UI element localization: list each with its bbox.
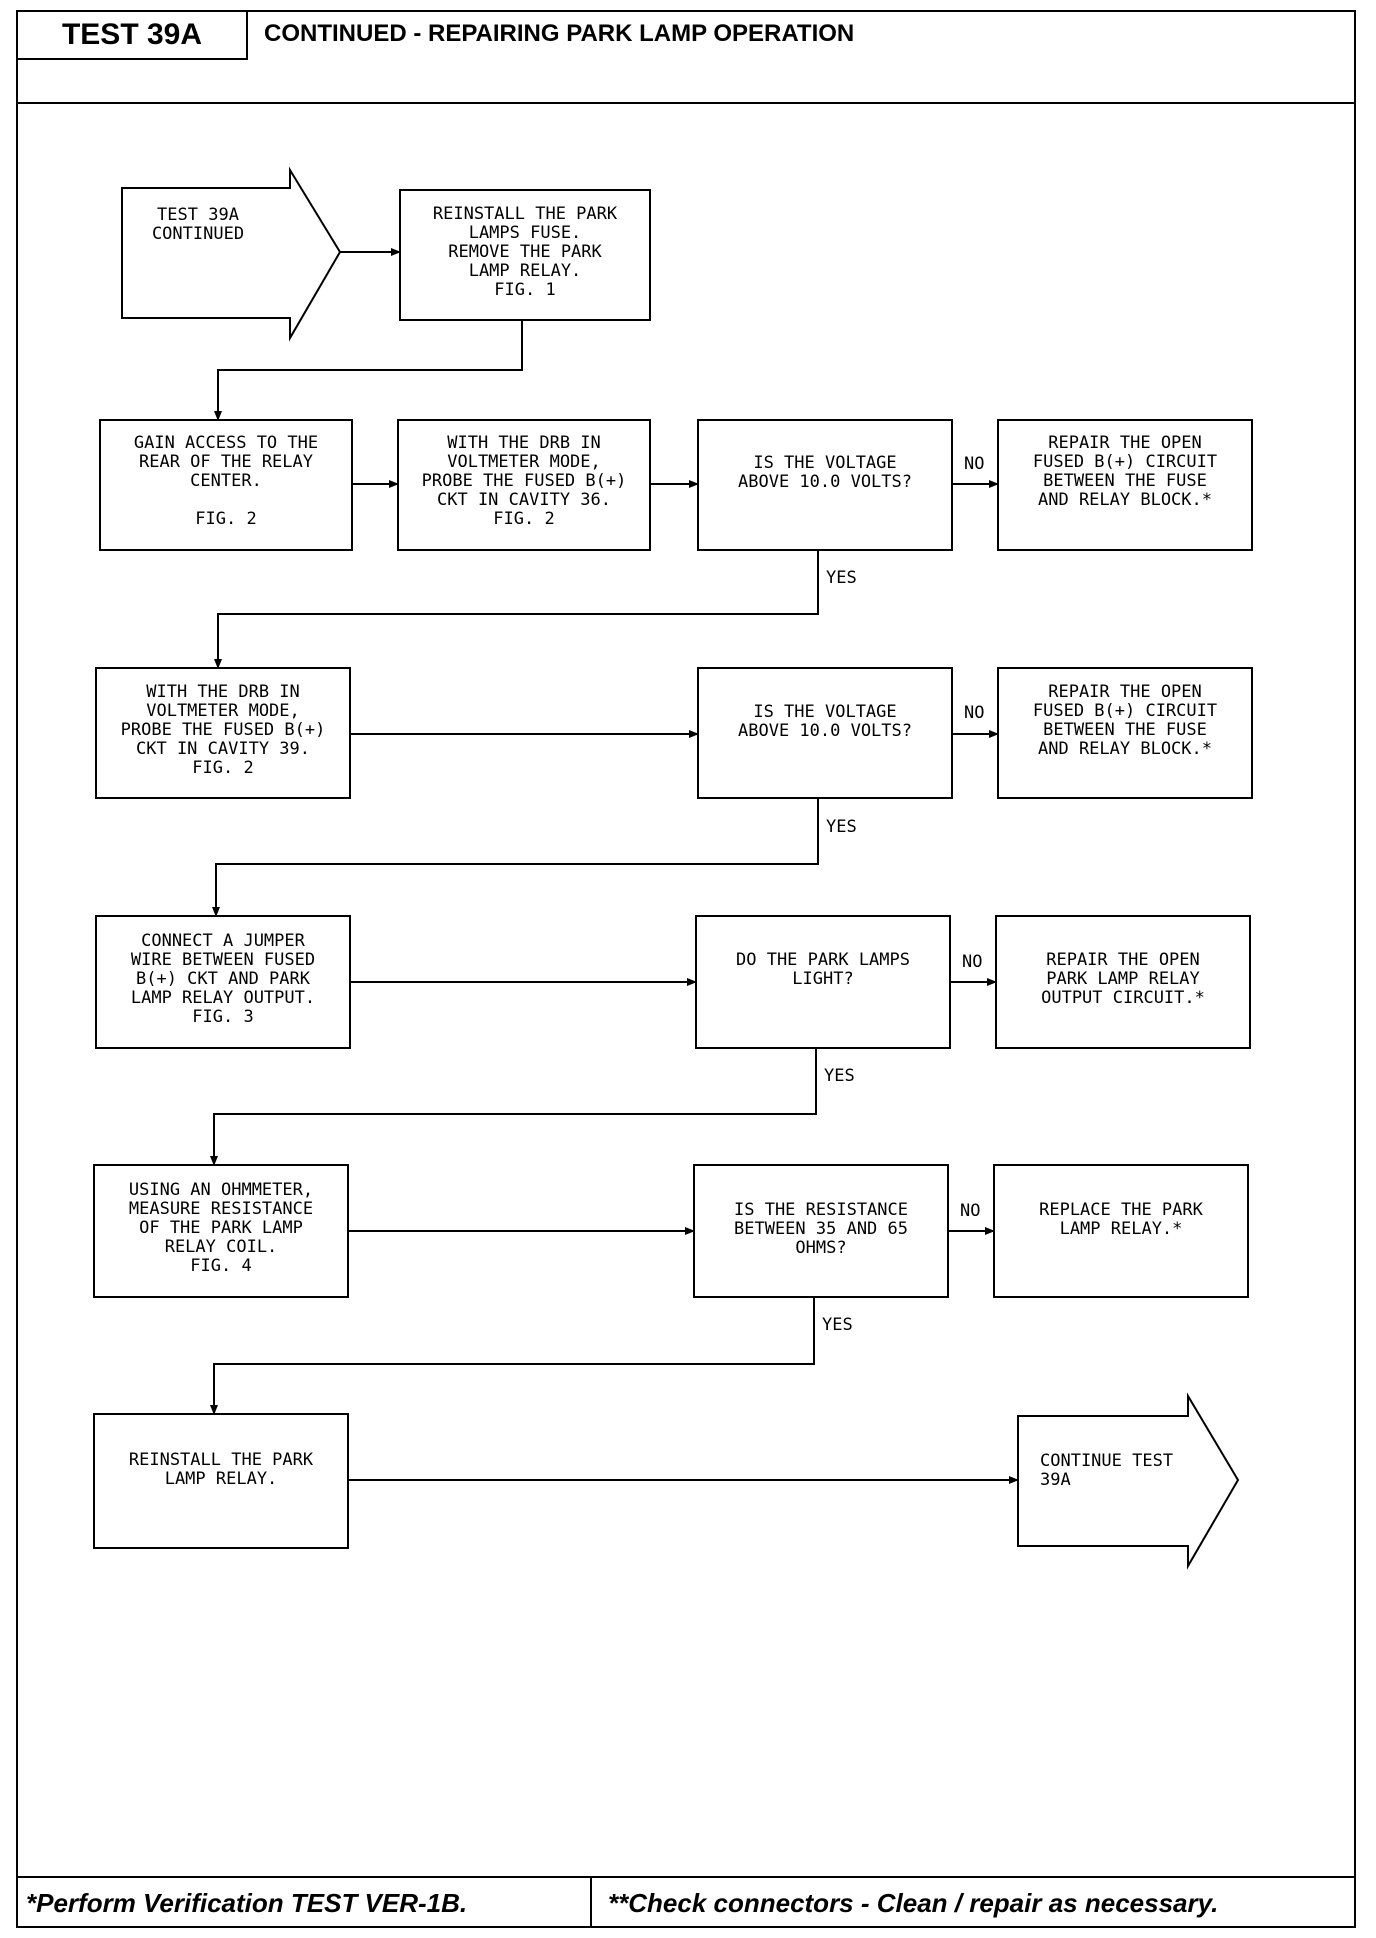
q-voltage-1-text: IS THE VOLTAGE ABOVE 10.0 VOLTS?	[738, 453, 912, 492]
footer-note-connectors: **Check connectors - Clean / repair as n…	[608, 1888, 1219, 1918]
no-label-3: NO	[962, 952, 983, 972]
yes-label-4: YES	[822, 1315, 853, 1335]
yes-label-1: YES	[826, 568, 857, 588]
replace-relay-text: REPLACE THE PARK LAMP RELAY.*	[1039, 1200, 1203, 1239]
ohmmeter-text: USING AN OHMMETER, MEASURE RESISTANCE OF…	[128, 1180, 314, 1276]
connector-q2-yes	[212, 798, 819, 917]
q-resistance-text: IS THE RESISTANCE BETWEEN 35 AND 65 OHMS…	[734, 1200, 908, 1258]
repair-fused-1-text: REPAIR THE OPEN FUSED B(+) CIRCUIT BETWE…	[1032, 433, 1218, 510]
footer-divider	[590, 1878, 592, 1926]
no-label-4: NO	[960, 1201, 981, 1221]
connector-q1-yes	[214, 550, 819, 669]
reinstall-relay-text: REINSTALL THE PARK LAMP RELAY.	[128, 1450, 314, 1489]
repair-output-text: REPAIR THE OPEN PARK LAMP RELAY OUTPUT C…	[1041, 950, 1205, 1008]
gain-access-text: GAIN ACCESS TO THE REAR OF THE RELAY CEN…	[133, 433, 319, 529]
connector-q3-yes	[210, 1048, 817, 1166]
start-text: TEST 39A CONTINUED	[151, 205, 245, 244]
footer: *Perform Verification TEST VER-1B. **Che…	[18, 1876, 1354, 1926]
repair-fused-2-text: REPAIR THE OPEN FUSED B(+) CIRCUIT BETWE…	[1032, 682, 1218, 759]
no-label-2: NO	[964, 703, 985, 723]
q-voltage-2-text: IS THE VOLTAGE ABOVE 10.0 VOLTS?	[738, 702, 912, 741]
continue-text: CONTINUE TEST 39A	[1040, 1451, 1174, 1490]
probe-36-text: WITH THE DRB IN VOLTMETER MODE, PROBE TH…	[421, 433, 627, 529]
connector-q4-yes	[210, 1297, 815, 1415]
start-arrow-shape	[121, 166, 342, 342]
reinstall-fuse-text: REINSTALL THE PARK LAMPS FUSE. REMOVE TH…	[432, 204, 618, 300]
continue-arrow-shape	[1017, 1392, 1240, 1570]
no-label-1: NO	[964, 454, 985, 474]
connector-fuse-to-access	[214, 320, 523, 421]
header: TEST 39A CONTINUED - REPAIRING PARK LAMP…	[18, 12, 1354, 104]
yes-label-2: YES	[826, 817, 857, 837]
page-title: CONTINUED - REPAIRING PARK LAMP OPERATIO…	[264, 20, 855, 47]
footer-note-verification: *Perform Verification TEST VER-1B.	[26, 1888, 468, 1918]
page-frame: TEST 39A CONTINUED - REPAIRING PARK LAMP…	[16, 10, 1356, 1928]
jumper-text: CONNECT A JUMPER WIRE BETWEEN FUSED B(+)…	[130, 931, 316, 1027]
yes-label-3: YES	[824, 1066, 855, 1086]
q-lamps-text: DO THE PARK LAMPS LIGHT?	[736, 950, 910, 989]
probe-39-text: WITH THE DRB IN VOLTMETER MODE, PROBE TH…	[120, 682, 326, 778]
test-id: TEST 39A	[18, 12, 248, 60]
